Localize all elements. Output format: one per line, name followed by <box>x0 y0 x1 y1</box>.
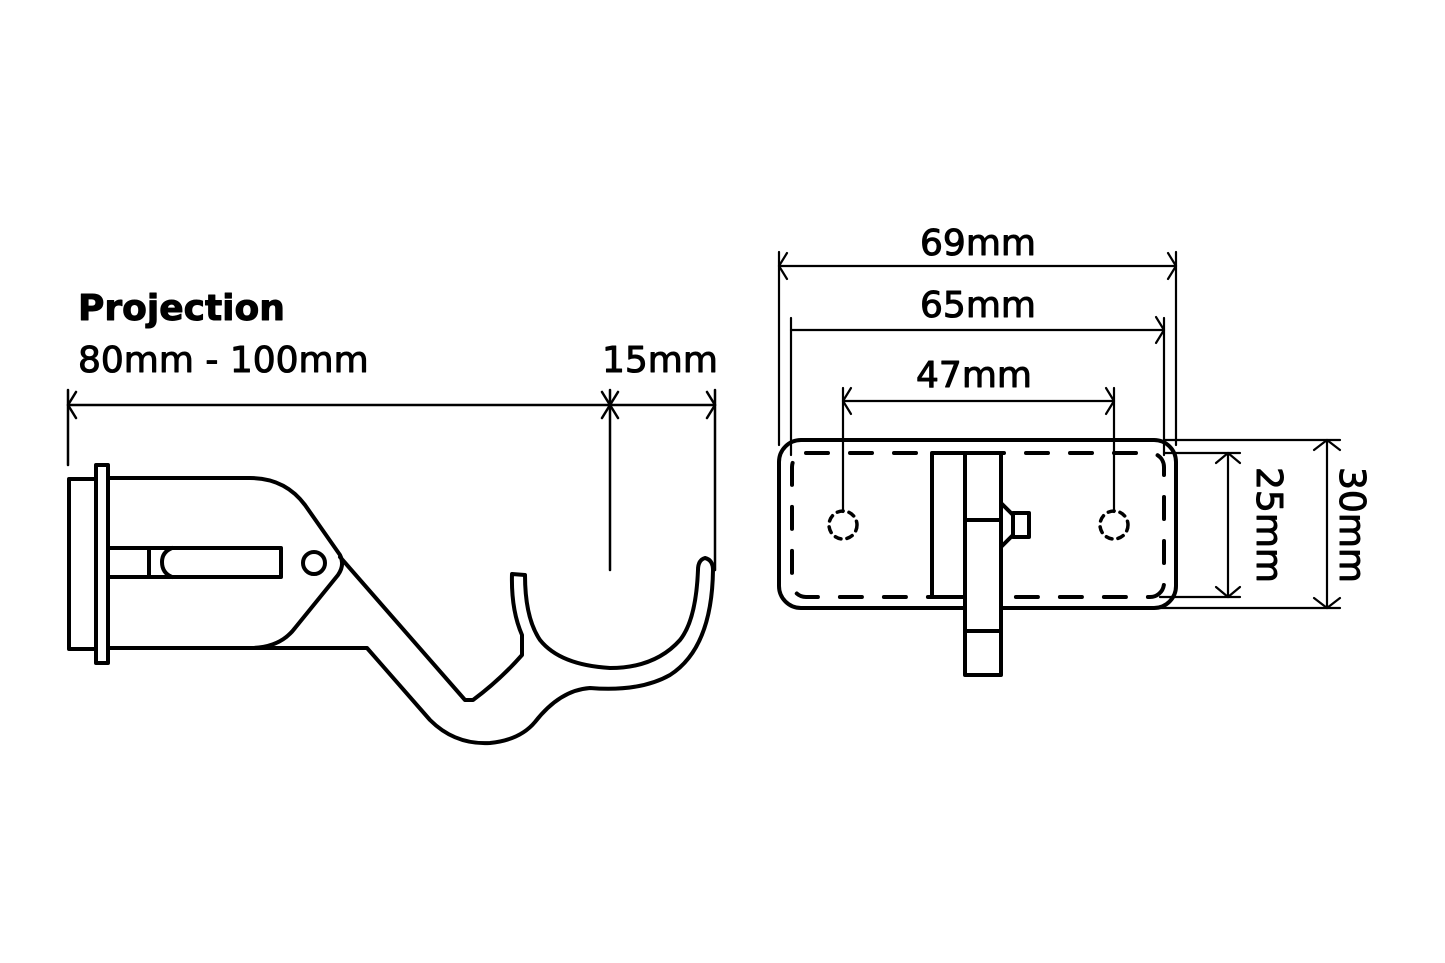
width-dimension-lines <box>777 250 1178 514</box>
overall-height-label: 30mm <box>1331 467 1372 583</box>
screw-hole-left-icon <box>827 509 859 541</box>
screw-hole-right-icon <box>1098 509 1130 541</box>
inner-width-label: 65mm <box>920 285 1036 326</box>
pivot-screw-icon <box>301 550 327 576</box>
bracket-arm-body <box>106 476 345 650</box>
hole-spacing-label: 47mm <box>916 355 1032 396</box>
inner-height-label: 25mm <box>1248 467 1289 583</box>
overall-width-label: 69mm <box>920 223 1036 264</box>
side-view: Projection 80mm - 100mm 15mm <box>66 288 718 746</box>
projection-title: Projection <box>78 288 285 329</box>
front-view: 69mm 65mm 47mm <box>777 223 1373 677</box>
projection-dimension-line <box>66 388 717 572</box>
adjustment-slot <box>106 546 283 579</box>
wall-plate <box>67 463 110 665</box>
bracket-hook-outer <box>248 555 715 746</box>
projection-range-label: 80mm - 100mm <box>78 340 369 381</box>
rod-clearance-label: 15mm <box>602 340 718 381</box>
central-mount <box>930 451 1031 677</box>
